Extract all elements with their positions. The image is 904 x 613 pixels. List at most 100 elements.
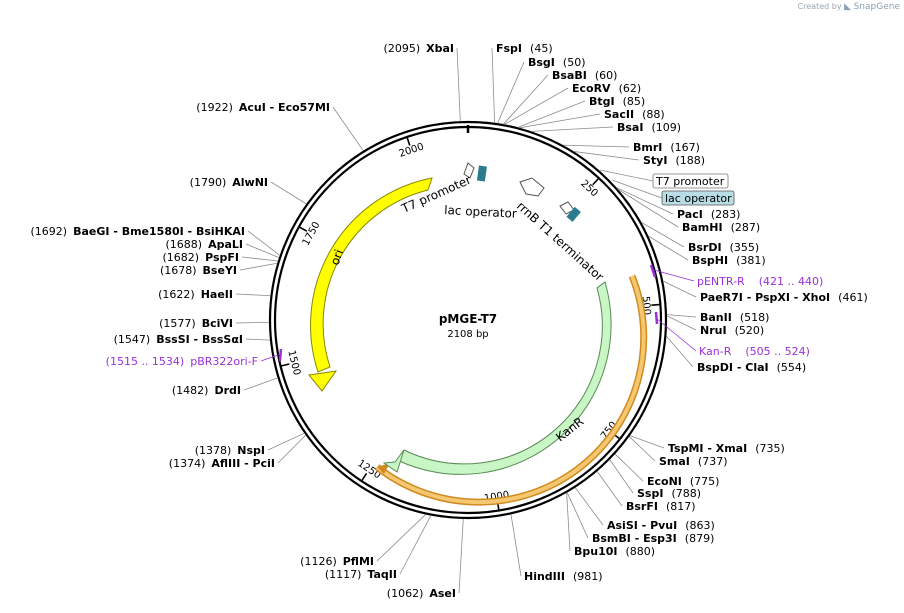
enzyme-name: ApaLI: [208, 238, 243, 251]
enzyme-leader-line: [566, 492, 571, 552]
ori-arrowhead: [308, 370, 338, 392]
rrnb-terminator-label: rrnB T1 terminator: [514, 199, 606, 284]
enzyme-leader-line: [456, 47, 461, 122]
enzyme-leader-line: [566, 492, 589, 539]
enzyme-name: BmrI: [633, 141, 662, 154]
enzyme-leader-line: [641, 222, 685, 248]
enzyme-leader-line: [235, 321, 270, 324]
enzyme-leader-line: [243, 377, 278, 391]
enzyme-position: (50): [563, 56, 586, 69]
enzyme-leader-line: [618, 189, 679, 228]
enzyme-name: EcoNI: [647, 475, 682, 488]
enzyme-name: AflIII - PciI: [211, 457, 275, 470]
enzyme-name: FspI: [496, 42, 522, 55]
enzyme-position: (461): [838, 291, 868, 304]
enzyme-position: (1682): [163, 251, 200, 264]
kanr-orf-arrowhead: [377, 463, 390, 474]
enzyme-leader-line: [503, 74, 549, 125]
enzyme-position: (167): [670, 141, 700, 154]
enzyme-leader-line: [267, 432, 305, 451]
enzyme-leader-line: [614, 453, 644, 482]
primer-name: pENTR-R: [697, 275, 745, 288]
enzyme-name: EcoRV: [572, 82, 611, 95]
primer-range: (1515 .. 1534): [106, 355, 185, 368]
enzyme-position: (1117): [325, 568, 362, 581]
enzyme-leader-line: [245, 338, 271, 341]
enzyme-name: BsaI: [617, 121, 643, 134]
enzyme-name: SacII: [604, 108, 634, 121]
enzyme-position: (1547): [114, 333, 151, 346]
enzyme-position: (1688): [166, 238, 203, 251]
enzyme-name: TaqII: [367, 568, 397, 581]
enzyme-leader-line: [458, 518, 464, 594]
enzyme-position: (355): [730, 241, 760, 254]
enzyme-name: BssSI - BssSαI: [156, 333, 243, 346]
snapgene-name: SnapGene: [853, 2, 900, 12]
enzyme-position: (381): [736, 254, 766, 267]
enzyme-leader-line: [239, 262, 278, 271]
enzyme-leader-line: [270, 181, 307, 205]
enzyme-name: AsiSI - PvuI: [607, 519, 677, 532]
primer-range: (505 .. 524): [745, 345, 810, 358]
enzyme-name: PflMI: [343, 555, 374, 568]
enzyme-leader-line: [277, 434, 306, 464]
enzyme-name: BspHI: [692, 254, 728, 267]
position-tick-mark: [406, 137, 411, 146]
enzyme-name: AlwNI: [232, 176, 268, 189]
enzyme-leader-line: [609, 459, 634, 494]
enzyme-leader-line: [235, 293, 271, 297]
enzyme-name: BseYI: [203, 264, 237, 277]
enzyme-leader-line: [596, 471, 623, 507]
primer-pentr-r-mark: [649, 264, 657, 278]
enzyme-name: StyI: [643, 154, 667, 167]
position-tick-mark: [299, 226, 308, 232]
t7-promoter-leader: [599, 169, 654, 182]
enzyme-name: BamHI: [682, 221, 723, 234]
enzyme-position: (520): [735, 324, 765, 337]
position-tick-mark: [281, 363, 290, 367]
primer-name: Kan-R: [699, 345, 732, 358]
enzyme-position: (88): [642, 108, 665, 121]
ori-label: ori: [328, 248, 346, 267]
enzyme-position: (1622): [158, 288, 195, 301]
site-labels: XbaI(2095)FspI(45)BsgI(50)BsaBI(60)EcoRV…: [31, 42, 868, 600]
plasmid-name: pMGE-T7: [439, 312, 497, 326]
snapgene-branding: Created by ◣ SnapGene: [798, 2, 900, 12]
enzyme-position: (2095): [384, 42, 421, 55]
enzyme-position: (735): [755, 442, 785, 455]
primer-leader-line: [655, 317, 697, 352]
enzyme-position: (1922): [196, 101, 233, 114]
enzyme-position: (1062): [387, 587, 424, 600]
enzyme-leader-line: [629, 435, 665, 449]
enzyme-name: SspI: [637, 487, 663, 500]
snapgene-logo-icon: ◣: [844, 2, 852, 12]
t7-promoter-arrow-icon: [463, 162, 475, 179]
enzyme-name: BaeGI - Bme1580I - BsiHKAI: [73, 225, 245, 238]
enzyme-name: BtgI: [589, 95, 615, 108]
enzyme-leader-line: [573, 151, 640, 161]
enzyme-position: (188): [675, 154, 705, 167]
enzyme-leader-line: [666, 315, 697, 331]
enzyme-position: (283): [711, 208, 741, 221]
kanr-arrowhead: [382, 449, 405, 473]
enzyme-leader-line: [563, 144, 630, 148]
primer-pbr322ori-f-mark: [278, 348, 283, 362]
enzyme-position: (1374): [169, 457, 206, 470]
enzyme-position: (85): [623, 95, 646, 108]
enzyme-name: HaeII: [201, 288, 233, 301]
enzyme-position: (775): [690, 475, 720, 488]
lac-operator-label: lac operator: [444, 203, 517, 221]
enzyme-leader-line: [510, 514, 522, 577]
primer-range: (421 .. 440): [759, 275, 824, 288]
enzyme-position: (1790): [190, 176, 227, 189]
lac-operator-box-label: lac operator: [665, 192, 732, 205]
lac-operator-block: [476, 165, 487, 182]
position-tick-mark: [592, 178, 599, 186]
enzyme-leader-line: [616, 187, 674, 215]
enzyme-name: BsrFI: [626, 500, 658, 513]
enzyme-leader-line: [531, 126, 614, 132]
enzyme-name: DrdI: [214, 384, 241, 397]
position-tick-label: 2000: [398, 141, 426, 159]
enzyme-name: TspMI - XmaI: [668, 442, 747, 455]
